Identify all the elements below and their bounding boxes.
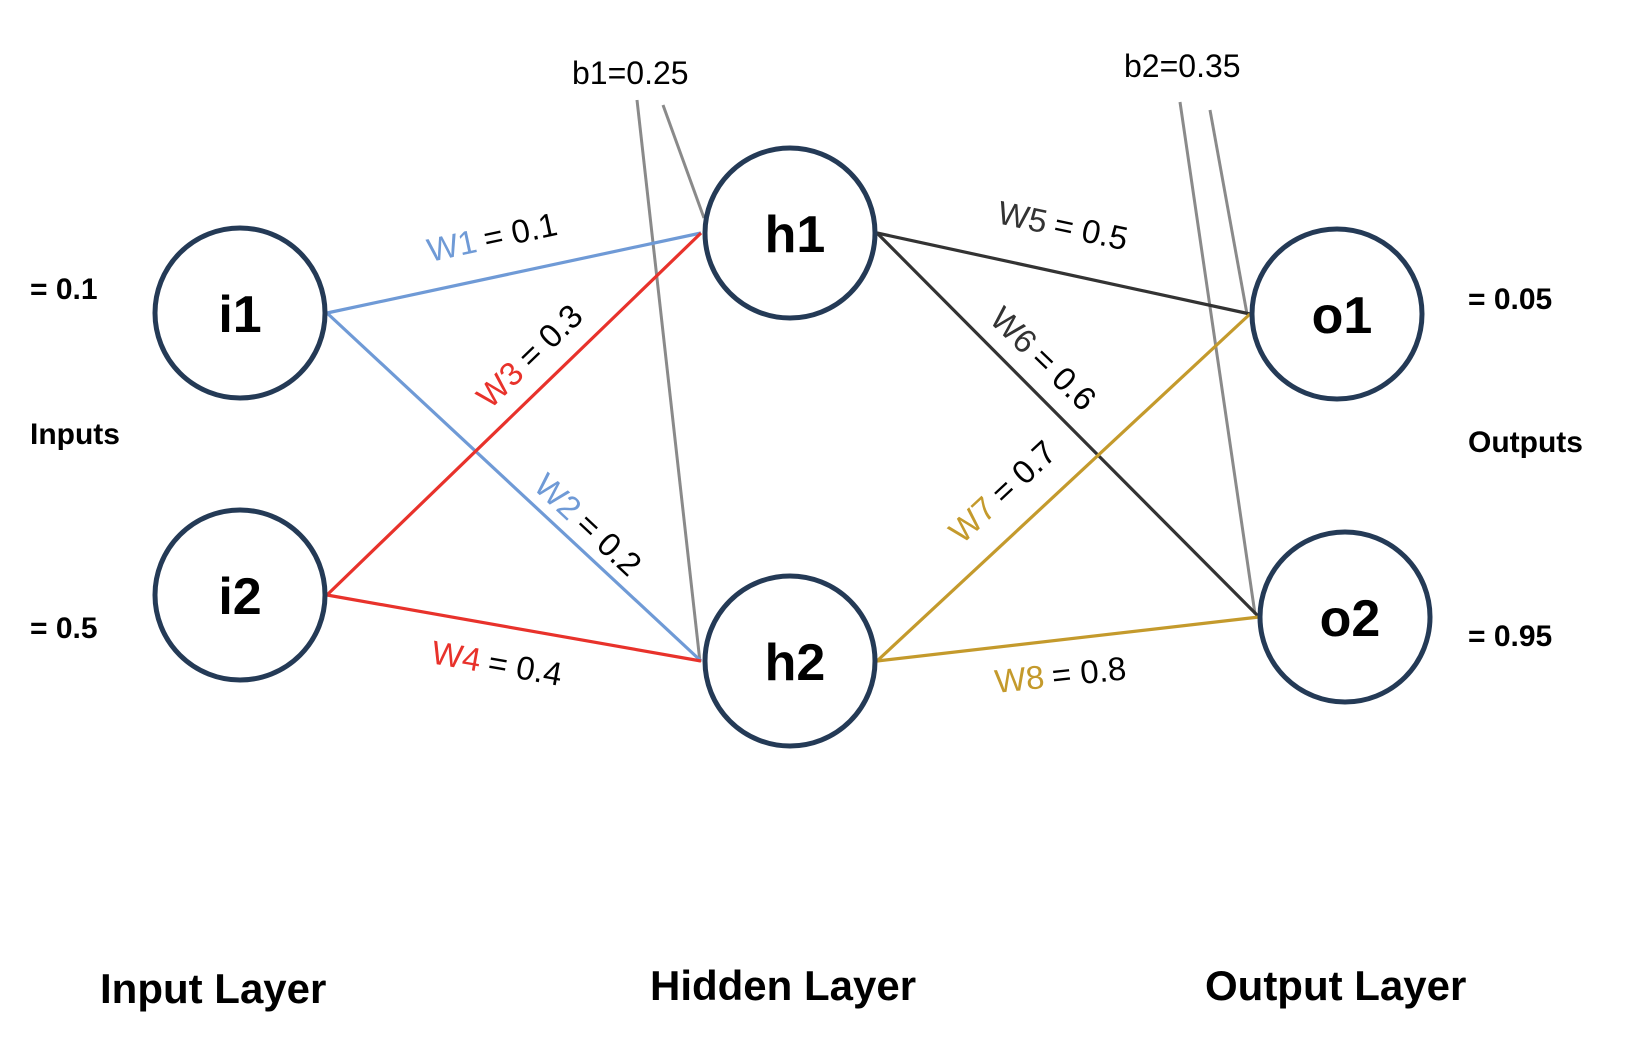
edge-w7: [875, 312, 1252, 663]
weight-w2-name: W2: [527, 466, 588, 527]
weight-label-w5: W5= 0.5: [995, 194, 1132, 258]
node-h2-label: h2: [765, 634, 826, 692]
node-i1-label: i1: [218, 286, 261, 344]
output-o1-value: = 0.05: [1468, 283, 1552, 316]
edge-w2: [325, 311, 703, 663]
weight-w7-name: W7: [942, 489, 1003, 550]
weight-w8-name: W8: [993, 658, 1046, 700]
edge-w1: [326, 231, 702, 315]
edge-w8: [876, 615, 1260, 663]
weight-w6-name: W6: [983, 299, 1044, 360]
bias-b2-line-o1: [1208, 109, 1249, 315]
node-o2: o2: [1257, 529, 1433, 705]
outputs-label: Outputs: [1468, 426, 1583, 459]
layer-label-output: Output Layer: [1205, 962, 1466, 1009]
edge-w5: [876, 231, 1251, 316]
bias-b2-label: b2=0.35: [1124, 48, 1241, 84]
bias-b2-line-o2: [1178, 101, 1257, 615]
output-o2-value: = 0.95: [1468, 620, 1552, 653]
node-o1-circle: [1249, 226, 1425, 402]
weight-label-w4: W4= 0.4: [429, 633, 565, 692]
input-i2-value: = 0.5: [30, 612, 98, 645]
weight-edges: [325, 231, 1261, 663]
weight-label-w1: W1= 0.1: [424, 205, 561, 269]
node-h1: h1: [702, 145, 878, 321]
node-h1-label: h1: [765, 206, 826, 264]
layer-label-input: Input Layer: [100, 965, 326, 1012]
weight-label-w2: W2= 0.2: [527, 466, 649, 583]
weight-w1-value: = 0.1: [480, 205, 560, 257]
inputs-label: Inputs: [30, 418, 120, 451]
weight-w5-value: = 0.5: [1051, 206, 1131, 258]
node-i2-circle: [152, 507, 328, 683]
weight-label-w7: W7= 0.7: [942, 433, 1064, 550]
node-o2-circle: [1257, 529, 1433, 705]
layer-label-hidden: Hidden Layer: [650, 962, 916, 1009]
weight-w8-value: = 0.8: [1050, 649, 1128, 694]
weight-w5-name: W5: [995, 194, 1051, 240]
node-h2: h2: [702, 573, 878, 749]
weight-w2-value: = 0.2: [569, 505, 649, 583]
input-i1-value: = 0.1: [30, 273, 98, 306]
weight-w4-name: W4: [429, 633, 484, 678]
weight-label-w8: W8= 0.8: [993, 649, 1128, 700]
bias-b1-label: b1=0.25: [572, 55, 689, 91]
node-i2: i2: [152, 507, 328, 683]
node-i1-circle: [152, 225, 328, 401]
node-o2-label: o2: [1320, 590, 1381, 648]
node-o1: o1: [1249, 226, 1425, 402]
weight-w3-value: = 0.3: [511, 297, 590, 375]
node-i2-label: i2: [218, 568, 261, 626]
weight-w1-name: W1: [424, 222, 480, 268]
node-i1: i1: [152, 225, 328, 401]
bias-b1-line-h1: [661, 104, 706, 219]
edge-w4: [326, 593, 702, 663]
node-h1-circle: [702, 145, 878, 321]
weight-w6-value: = 0.6: [1024, 339, 1103, 417]
weight-w4-value: = 0.4: [485, 643, 565, 692]
node-o1-label: o1: [1312, 287, 1373, 345]
edge-w3: [325, 231, 703, 597]
node-h2-circle: [702, 573, 878, 749]
bias-b1-line-h2: [635, 99, 702, 663]
edge-w6: [875, 231, 1261, 619]
bias-lines: [635, 99, 1257, 663]
